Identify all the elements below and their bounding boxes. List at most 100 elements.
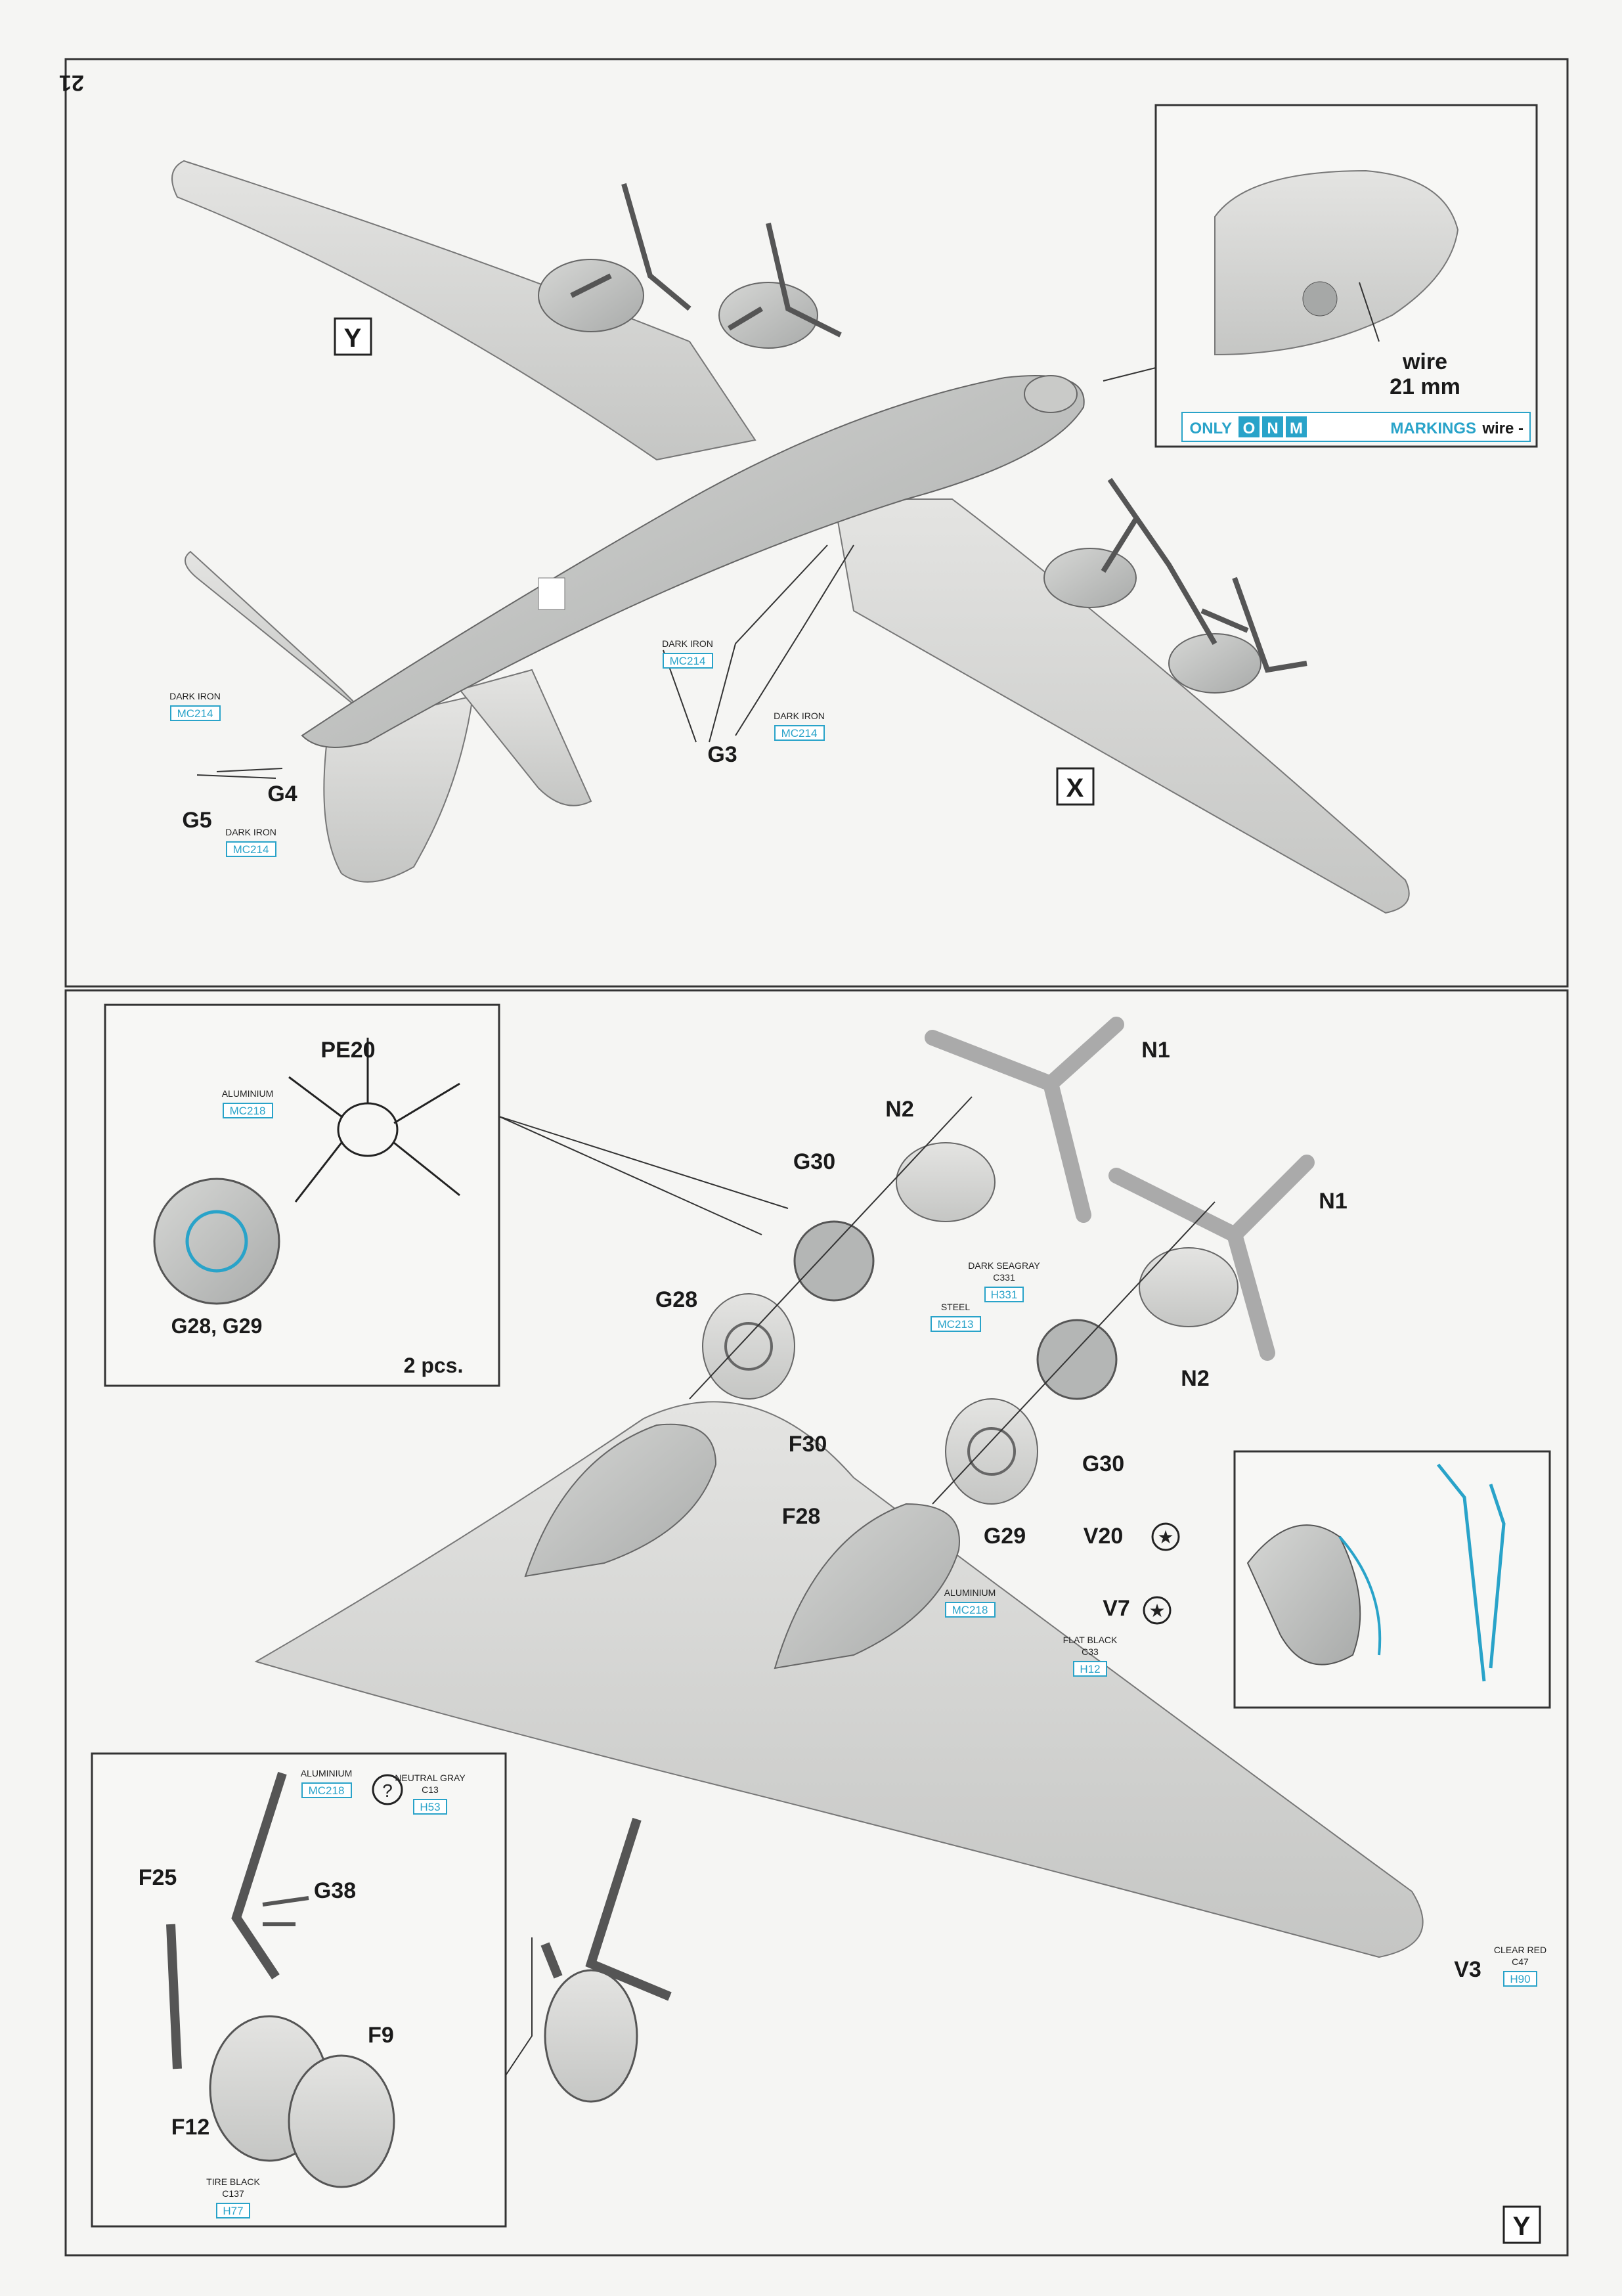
svg-text:C137: C137 <box>222 2188 244 2199</box>
callout-g30-b: G30 <box>1082 1451 1124 1476</box>
stabilizer-left <box>185 550 368 717</box>
color-chip-g3-wing: MC214 DARK IRON <box>774 711 825 741</box>
callout-g4: G4 <box>267 782 297 806</box>
color-chip-engine-a: H331 C331 DARK SEAGRAY <box>968 1260 1040 1302</box>
svg-text:C13: C13 <box>422 1784 439 1795</box>
svg-text:MC214: MC214 <box>177 707 213 720</box>
wire-note-markings: MARKINGS <box>1390 420 1476 437</box>
callout-f30: F30 <box>789 1432 827 1457</box>
svg-text:MC214: MC214 <box>670 655 706 667</box>
svg-text:C47: C47 <box>1512 1956 1529 1967</box>
svg-text:H331: H331 <box>991 1289 1018 1301</box>
svg-text:MC218: MC218 <box>952 1604 988 1616</box>
svg-text:ALUMINIUM: ALUMINIUM <box>222 1088 274 1099</box>
star-glyph-v7: ★ <box>1149 1601 1165 1621</box>
landing-gear-inset: F25 G38 F9 F12 H53 C13 NEUTRAL GRAY MC21… <box>91 1752 533 2228</box>
engine-inset-title: G28, G29 <box>171 1314 263 1338</box>
callout-f9: F9 <box>368 2023 394 2048</box>
svg-text:DARK IRON: DARK IRON <box>169 691 221 701</box>
wire-note-n: N <box>1267 420 1278 437</box>
svg-text:DARK IRON: DARK IRON <box>662 638 713 649</box>
svg-text:MC214: MC214 <box>781 727 818 740</box>
svg-text:H90: H90 <box>1510 1973 1530 1985</box>
svg-text:H12: H12 <box>1080 1663 1100 1675</box>
lower-diagram: N1 N1 N2 N2 G30 G30 G28 G29 F28 F30 V20 … <box>91 1004 1551 2244</box>
color-chip-g5: MC214 DARK IRON <box>225 827 276 857</box>
svg-text:H53: H53 <box>420 1801 440 1813</box>
color-chip-v7-black: H12 C33 FLAT BLACK <box>1063 1635 1118 1677</box>
wire-note-only: ONLY <box>1190 420 1232 437</box>
color-chip-v7-paint: MC218 ALUMINIUM <box>944 1587 996 1618</box>
callout-pe20: PE20 <box>320 1038 375 1063</box>
nacelle-inner <box>524 1423 717 1578</box>
callout-g29: G29 <box>984 1524 1026 1549</box>
detail-inset <box>1233 1450 1551 1709</box>
nacelle-outer <box>774 1503 960 1669</box>
callout-n2-a: N2 <box>885 1097 913 1122</box>
callout-g28-a: G28 <box>655 1287 697 1312</box>
svg-text:MC218: MC218 <box>309 1784 345 1797</box>
engine-nacelles-lower <box>1043 477 1307 694</box>
callout-v20: V20 <box>1084 1524 1124 1549</box>
lower-frame <box>64 989 1569 2257</box>
color-chip-pe20: MC218 ALUMINIUM <box>222 1088 274 1118</box>
star-icon-v20 <box>1151 1522 1180 1551</box>
callout-n2-b: N2 <box>1181 1366 1209 1391</box>
upper-frame <box>64 58 1569 988</box>
nose-glazing <box>1024 375 1078 413</box>
help-glyph: ? <box>382 1780 393 1801</box>
color-chip-gear-gray: H53 C13 NEUTRAL GRAY <box>395 1773 466 1815</box>
svg-text:Y: Y <box>344 324 362 353</box>
engine-inset: PE20 G28, G29 2 pcs. MC218 ALUMINIUM <box>104 1004 789 1387</box>
color-chip-gear-alu: MC218 ALUMINIUM <box>301 1768 353 1798</box>
page-number: 21 <box>59 70 84 95</box>
color-chip-engine-b: MC213 STEEL <box>931 1302 981 1332</box>
callout-v3: V3 <box>1454 1957 1481 1982</box>
wire-note-prefix: wire - <box>1481 420 1523 437</box>
svg-text:MC214: MC214 <box>233 843 269 856</box>
svg-text:TIRE BLACK: TIRE BLACK <box>206 2176 260 2187</box>
svg-text:ALUMINIUM: ALUMINIUM <box>301 1768 353 1778</box>
step-box-y-upper: Y <box>334 317 372 356</box>
callout-n1-b: N1 <box>1319 1189 1347 1214</box>
svg-text:MC213: MC213 <box>938 1318 974 1331</box>
svg-text:X: X <box>1066 774 1084 803</box>
svg-text:ALUMINIUM: ALUMINIUM <box>944 1587 996 1598</box>
star-glyph-v20: ★ <box>1157 1527 1173 1547</box>
callout-f28: F28 <box>782 1504 821 1529</box>
wire-label: wire <box>1402 349 1447 374</box>
fuselage <box>301 375 1085 748</box>
step-box-y-lower: Y <box>1502 2205 1541 2244</box>
svg-text:FLAT BLACK: FLAT BLACK <box>1063 1635 1118 1645</box>
svg-text:DARK SEAGRAY: DARK SEAGRAY <box>968 1260 1040 1271</box>
callout-n1-a: N1 <box>1141 1038 1170 1063</box>
callout-f25: F25 <box>139 1865 177 1890</box>
svg-text:C33: C33 <box>1082 1646 1099 1657</box>
engine-inset-qty: 2 pcs. <box>404 1354 464 1377</box>
wire-length: 21 mm <box>1390 374 1460 399</box>
step-box-x: X <box>1056 767 1095 806</box>
callout-g5: G5 <box>182 808 211 833</box>
svg-text:MC218: MC218 <box>230 1105 266 1117</box>
engine-nacelles-upper <box>538 183 842 349</box>
stabilizer-right <box>458 669 592 806</box>
callout-v7: V7 <box>1103 1596 1130 1621</box>
star-icon-v7 <box>1143 1596 1172 1625</box>
color-chip-v3: H90 C47 CLEAR RED <box>1494 1945 1546 1987</box>
gear-assembly <box>540 1817 672 2103</box>
callout-g30-a: G30 <box>793 1149 835 1174</box>
callout-g3: G3 <box>707 742 737 767</box>
svg-text:DARK IRON: DARK IRON <box>774 711 825 721</box>
svg-text:H77: H77 <box>223 2205 243 2217</box>
callout-g38: G38 <box>314 1878 356 1903</box>
callout-f12: F12 <box>171 2115 210 2140</box>
svg-text:C331: C331 <box>993 1272 1015 1283</box>
svg-text:STEEL: STEEL <box>941 1302 971 1312</box>
fuselage-window <box>538 577 565 610</box>
color-chip-g4: MC214 DARK IRON <box>169 691 221 721</box>
wing-upper <box>171 160 756 461</box>
color-chip-tire: H77 C137 TIRE BLACK <box>206 2176 261 2219</box>
engine-parts <box>689 1017 1315 1505</box>
